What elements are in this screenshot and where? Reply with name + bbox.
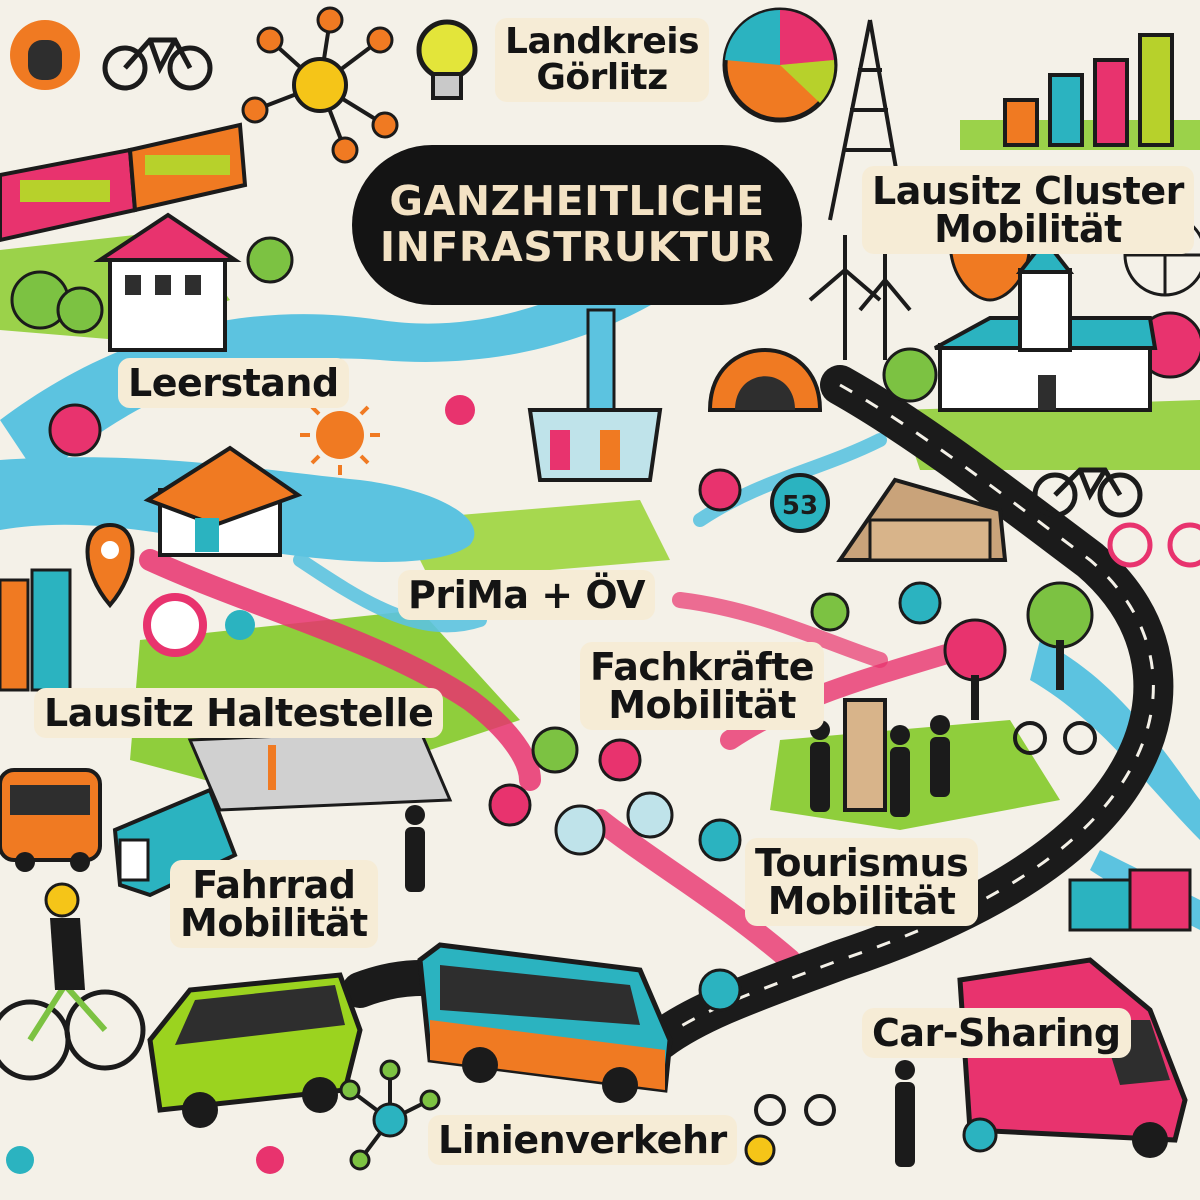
- barn-icon: [836, 477, 1008, 562]
- house-orange-roof-icon: [143, 445, 303, 557]
- label-line: Car-Sharing: [872, 1011, 1121, 1055]
- cyclist-icon: [0, 882, 146, 1081]
- bus-shelter-icon: [843, 698, 887, 812]
- label-fahrrad-mobilitaet: Fahrrad Mobilität: [170, 860, 378, 948]
- label-car-sharing: Car-Sharing: [862, 1008, 1131, 1058]
- label-line: Görlitz: [536, 57, 668, 98]
- label-line: Mobilität: [608, 683, 796, 727]
- label-line: Lausitz Cluster: [872, 169, 1184, 213]
- label-line: Fachkräfte: [590, 645, 815, 689]
- van-icon: [147, 972, 363, 1128]
- label-linienverkehr: Linienverkehr: [428, 1115, 737, 1165]
- label-lausitz-haltestelle: Lausitz Haltestelle: [34, 688, 444, 738]
- bicycle-icon: [102, 37, 213, 91]
- lightbulb-icon: [416, 19, 478, 100]
- sun-icon: [300, 395, 380, 475]
- sign-icon: [48, 403, 102, 457]
- bus-stop-sign: 53: [770, 473, 830, 533]
- label-line: Mobilität: [767, 879, 956, 923]
- label-line: Tourismus: [755, 841, 969, 885]
- network-icon: [241, 6, 399, 164]
- label-landkreis-goerlitz: Landkreis Görlitz: [495, 18, 710, 102]
- top-left-icons: [10, 20, 80, 90]
- label-line: Linienverkehr: [438, 1118, 727, 1162]
- pie-chart-icon: [722, 7, 838, 123]
- bicycle-icon: [754, 1094, 836, 1126]
- ring-sign-icon: [143, 593, 207, 657]
- map-pin-icon: [85, 522, 135, 609]
- bicycle-icon: [1107, 522, 1200, 568]
- decor-circles: [225, 395, 942, 1012]
- label-fachkraefte-mobilitaet: Fachkräfte Mobilität: [580, 642, 825, 730]
- bicycle-icon: [1032, 467, 1143, 518]
- hub-tower: [527, 308, 663, 482]
- train-icon: [0, 122, 248, 243]
- house-icon: [93, 212, 242, 352]
- label-lausitz-cluster-mobilitaet: Lausitz Cluster Mobilität: [862, 166, 1194, 254]
- bus-stop-number: 53: [782, 491, 818, 521]
- wind-turbine-icon: [808, 235, 912, 360]
- label-prima-oev: PriMa + ÖV: [398, 570, 656, 620]
- label-line: Mobilität: [934, 207, 1122, 251]
- main-title: GANZHEITLICHE INFRASTRUKTUR: [352, 145, 802, 305]
- label-line: Landkreis: [505, 21, 700, 62]
- scooter-icon: [1013, 721, 1097, 755]
- label-line: Lausitz Haltestelle: [44, 691, 434, 735]
- title-line-2: INFRASTRUKTUR: [379, 223, 775, 271]
- bus-shelter-icon: [187, 728, 453, 812]
- bus-icon: [417, 942, 673, 1103]
- tree-icons: [10, 236, 1200, 827]
- bus-icon: [0, 768, 102, 872]
- label-line: Leerstand: [128, 361, 339, 405]
- church-icon: [934, 236, 1158, 412]
- network-icon: [339, 1059, 441, 1171]
- tunnel-icon: [707, 348, 823, 412]
- label-line: Mobilität: [180, 901, 368, 945]
- label-line: Fahrrad: [192, 863, 356, 907]
- container-icons: [1068, 868, 1192, 932]
- building-icons: [0, 568, 72, 692]
- title-line-1: GANZHEITLICHE: [389, 177, 765, 226]
- bar-chart-icon: [1003, 33, 1174, 147]
- label-line: PriMa + ÖV: [408, 573, 646, 617]
- decor-circles: [6, 1117, 998, 1174]
- label-tourismus-mobilitaet: Tourismus Mobilität: [745, 838, 979, 926]
- label-leerstand: Leerstand: [118, 358, 349, 408]
- radio-tower-icon: [828, 19, 907, 221]
